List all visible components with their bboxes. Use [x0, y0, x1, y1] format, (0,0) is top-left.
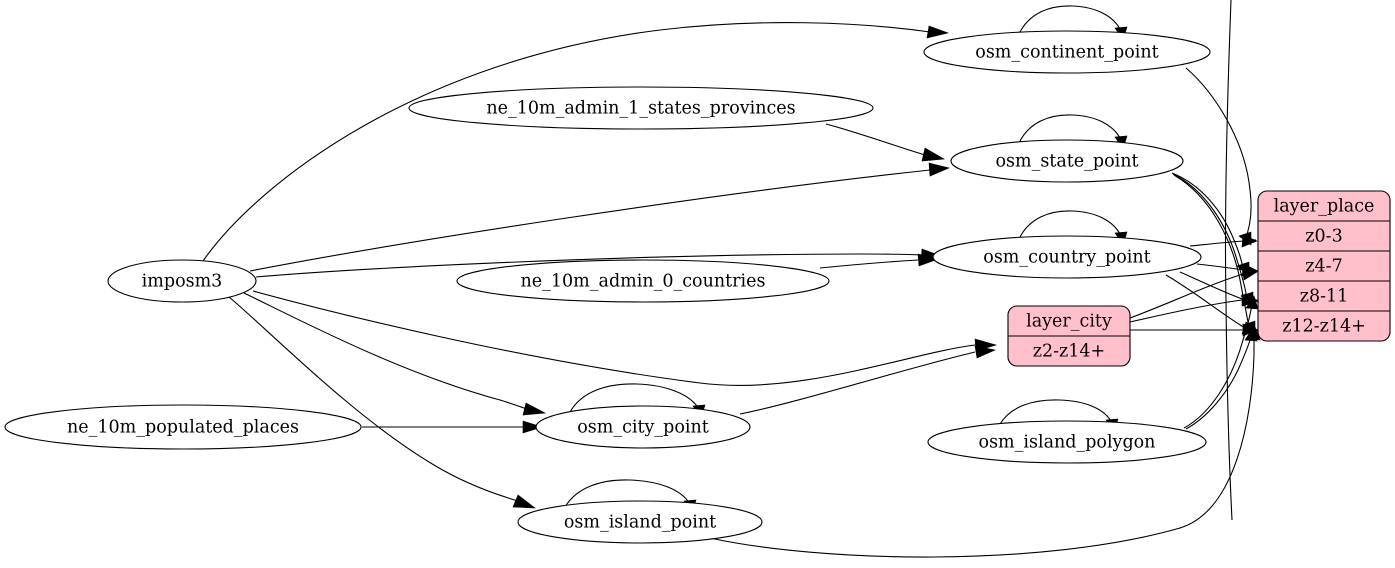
arrowhead-icon: [1241, 267, 1258, 281]
edge-osm_island_polygon-to-layer_place-z12_z14: [1185, 336, 1252, 430]
node-osm_city_point[interactable]: osm_city_point: [535, 405, 751, 449]
layer_city-row-z2-z14plus[interactable]: z2-z14+: [1033, 342, 1105, 362]
node-osm_island_polygon[interactable]: osm_island_polygon: [927, 420, 1207, 464]
edge-group: [202, 0, 1261, 558]
selfloop-osm_continent_point: [1018, 5, 1122, 35]
node-layer_city[interactable]: layer_city z2-z14+: [1007, 305, 1131, 367]
arrowhead-icon: [1241, 234, 1258, 248]
layer_place-row-z12-z14plus[interactable]: z12-z14+: [1282, 317, 1366, 337]
edge-osm_country_point-to-layer_place-z8_11: [1179, 271, 1246, 301]
node-imposm3[interactable]: imposm3: [107, 259, 257, 303]
node-label-osm_country_point: osm_country_point: [983, 248, 1150, 268]
layer_place-row-z8-11[interactable]: z8-11: [1300, 287, 1349, 307]
node-osm_island_point[interactable]: osm_island_point: [517, 500, 763, 544]
node-label-osm_island_point: osm_island_point: [564, 513, 716, 533]
edge-osm_state_point-to-layer_place-z4_7: [1171, 172, 1244, 270]
edge-osm_island_point-to-layer_place-z12_z14: [709, 336, 1255, 558]
edge-layer_city-to-layer_place-z8_11: [1129, 299, 1243, 323]
edge-states_provinces-to-osm_state_point: [825, 123, 926, 156]
node-shape-osm_state_point[interactable]: [950, 139, 1184, 183]
edge-osm_country_point-to-layer_place-z0_3: [1189, 240, 1245, 247]
node-shape-ne_10m_admin_1_states_provinces[interactable]: [408, 86, 874, 130]
node-ne_10m_populated_places[interactable]: ne_10m_populated_places: [4, 404, 362, 450]
edge-bundle-vertical: [1224, 0, 1233, 521]
selfloop-osm_city_point: [569, 383, 700, 413]
node-shape-osm_country_point[interactable]: [932, 235, 1202, 279]
node-osm_country_point[interactable]: osm_country_point: [932, 235, 1202, 279]
edge-osm_city_point-to-layer_city-z2_z14: [739, 351, 976, 415]
arrowhead-icon: [1242, 323, 1258, 337]
node-label-imposm3: imposm3: [142, 272, 223, 292]
edge-layer_city-to-layer_place-z4_7: [1129, 273, 1244, 319]
edge-imposm3-to-osm_country_point: [255, 253, 923, 278]
edge-osm_state_point-to-layer_place-z12_z14: [1173, 174, 1250, 329]
node-label-ne_10m_admin_0_countries: ne_10m_admin_0_countries: [521, 272, 766, 292]
layer_place-header: layer_place: [1274, 197, 1375, 217]
arrowhead-icon: [522, 420, 543, 434]
node-label-osm_state_point: osm_state_point: [995, 152, 1138, 172]
edge-imposm3-to-osm_city_point: [243, 292, 528, 410]
edge-admin_0_countries-to-osm_country_point: [819, 259, 919, 269]
arrowhead-icon: [522, 402, 547, 416]
node-ne_10m_admin_0_countries[interactable]: ne_10m_admin_0_countries: [456, 259, 830, 303]
node-shape-ne_10m_admin_0_countries[interactable]: [456, 259, 830, 303]
node-label-ne_10m_admin_1_states_provinces: ne_10m_admin_1_states_provinces: [486, 99, 795, 119]
layer_place-row-z4-7[interactable]: z4-7: [1305, 257, 1342, 277]
node-shape-osm_continent_point[interactable]: [923, 30, 1211, 74]
node-layer_place[interactable]: layer_place z0-3 z4-7 z8-11 z12-z14+: [1257, 190, 1391, 342]
edge-osm_state_point-to-layer_place-z8_11: [1172, 173, 1248, 300]
layer_city-header: layer_city: [1026, 312, 1112, 332]
arrowhead-icon: [512, 494, 536, 509]
arrowhead-icon: [926, 25, 950, 39]
edge-imposm3-to-osm_continent_point: [202, 22, 931, 262]
layer_place-row-z0-3[interactable]: z0-3: [1305, 227, 1342, 247]
edge-osm_island_polygon-to-layer_place-z8_11: [1183, 303, 1253, 429]
edge-imposm3-to-osm_state_point: [249, 169, 931, 272]
node-shape-osm_island_point[interactable]: [517, 500, 763, 544]
arrowhead-icon: [928, 162, 950, 177]
edge-osm_continent_point-to-layer_place-z0_3: [1185, 67, 1252, 241]
selfloop-osm_island_polygon: [999, 399, 1113, 425]
edge-osm_country_point-to-layer_place-z4_7: [1196, 263, 1245, 271]
selfloop-osm_island_point: [564, 479, 691, 508]
node-ne_10m_admin_1_states_provinces[interactable]: ne_10m_admin_1_states_provinces: [408, 86, 874, 130]
selfloop-osm_country_point: [1018, 210, 1122, 240]
edge-imposm3-to-layer_city: [252, 290, 976, 386]
arrowhead-icon: [1241, 293, 1258, 307]
node-label-osm_continent_point: osm_continent_point: [975, 43, 1158, 63]
node-shape-layer_place[interactable]: [1257, 190, 1391, 342]
node-shape-imposm3[interactable]: [107, 259, 257, 303]
node-shape-osm_island_polygon[interactable]: [927, 420, 1207, 464]
arrowhead-icon: [917, 253, 940, 267]
edge-imposm3-to-osm_island_point: [228, 296, 519, 502]
node-osm_continent_point[interactable]: osm_continent_point: [923, 30, 1211, 74]
node-label-osm_island_polygon: osm_island_polygon: [979, 433, 1156, 453]
node-osm_state_point[interactable]: osm_state_point: [950, 139, 1184, 183]
node-shape-ne_10m_populated_places[interactable]: [4, 404, 362, 450]
node-label-ne_10m_populated_places: ne_10m_populated_places: [67, 418, 299, 438]
arrowhead-icon: [974, 345, 996, 359]
selfloop-osm_state_point: [1018, 114, 1122, 144]
arrowhead-icon: [1247, 326, 1261, 341]
arrowhead-icon: [921, 147, 945, 162]
node-shape-osm_city_point[interactable]: [535, 405, 751, 449]
edge-osm_country_point-to-layer_place-z12_z14: [1165, 274, 1246, 329]
node-label-osm_city_point: osm_city_point: [577, 418, 709, 438]
